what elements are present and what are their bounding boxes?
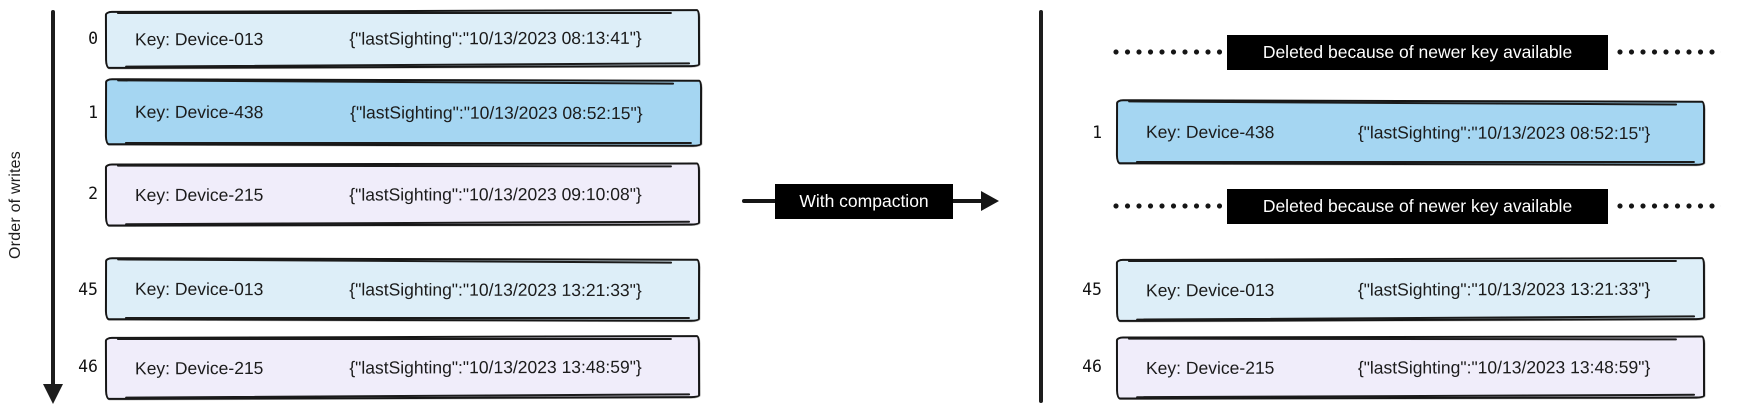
order-axis-line bbox=[51, 10, 55, 386]
dotted-line-left bbox=[1113, 49, 1222, 55]
record-row: Key: Device-013 {"lastSighting":"10/13/2… bbox=[1115, 257, 1706, 322]
record-row: Key: Device-438 {"lastSighting":"10/13/2… bbox=[1115, 99, 1706, 166]
record-index: 0 bbox=[88, 29, 98, 48]
record-key: Key: Device-013 bbox=[1145, 279, 1275, 300]
record-row: Key: Device-013 {"lastSighting":"10/13/2… bbox=[104, 9, 701, 69]
dotted-line-right bbox=[1617, 49, 1721, 55]
record-value: {"lastSighting":"10/13/2023 13:21:33"} bbox=[349, 278, 642, 300]
dotted-line-right bbox=[1617, 203, 1721, 209]
record-index: 46 bbox=[78, 357, 98, 376]
record-index: 45 bbox=[1082, 280, 1102, 299]
record-index: 45 bbox=[78, 280, 98, 299]
record-value: {"lastSighting":"10/13/2023 08:52:15"} bbox=[1357, 121, 1651, 143]
record-index: 46 bbox=[1082, 357, 1102, 376]
record-value: {"lastSighting":"10/13/2023 13:21:33"} bbox=[1357, 278, 1651, 300]
record-key: Key: Device-013 bbox=[134, 28, 264, 50]
record-row: Key: Device-215 {"lastSighting":"10/13/2… bbox=[1115, 335, 1706, 400]
record-key: Key: Device-215 bbox=[1145, 357, 1275, 378]
record-row: Key: Device-013 {"lastSighting":"10/13/2… bbox=[104, 257, 701, 322]
right-axis-line bbox=[1039, 10, 1043, 403]
dotted-line-left bbox=[1113, 203, 1222, 209]
record-key: Key: Device-215 bbox=[134, 184, 264, 205]
record-row: Key: Device-438 {"lastSighting":"10/13/2… bbox=[104, 78, 703, 147]
with-compaction-label: With compaction bbox=[775, 184, 953, 219]
record-value: {"lastSighting":"10/13/2023 13:48:59"} bbox=[1357, 356, 1651, 378]
record-value: {"lastSighting":"10/13/2023 09:10:08"} bbox=[349, 183, 642, 205]
record-row: Key: Device-215 {"lastSighting":"10/13/2… bbox=[104, 162, 701, 227]
record-index: 1 bbox=[88, 103, 98, 122]
record-index: 1 bbox=[1092, 123, 1102, 142]
arrow-head-right-icon bbox=[981, 191, 999, 211]
deleted-banner-label: Deleted because of newer key available bbox=[1227, 35, 1608, 70]
record-index: 2 bbox=[88, 184, 98, 203]
record-key: Key: Device-215 bbox=[134, 357, 264, 378]
deleted-banner-label: Deleted because of newer key available bbox=[1227, 189, 1608, 224]
record-value: {"lastSighting":"10/13/2023 08:52:15"} bbox=[350, 101, 643, 123]
record-value: {"lastSighting":"10/13/2023 13:48:59"} bbox=[349, 356, 642, 378]
record-row: Key: Device-215 {"lastSighting":"10/13/2… bbox=[104, 335, 701, 400]
arrow-head-down-icon bbox=[43, 384, 63, 404]
order-of-writes-label: Order of writes bbox=[7, 151, 24, 259]
record-key: Key: Device-438 bbox=[1145, 121, 1275, 142]
record-key: Key: Device-438 bbox=[134, 101, 264, 122]
record-key: Key: Device-013 bbox=[134, 278, 264, 299]
record-value: {"lastSighting":"10/13/2023 08:13:41"} bbox=[349, 27, 642, 49]
